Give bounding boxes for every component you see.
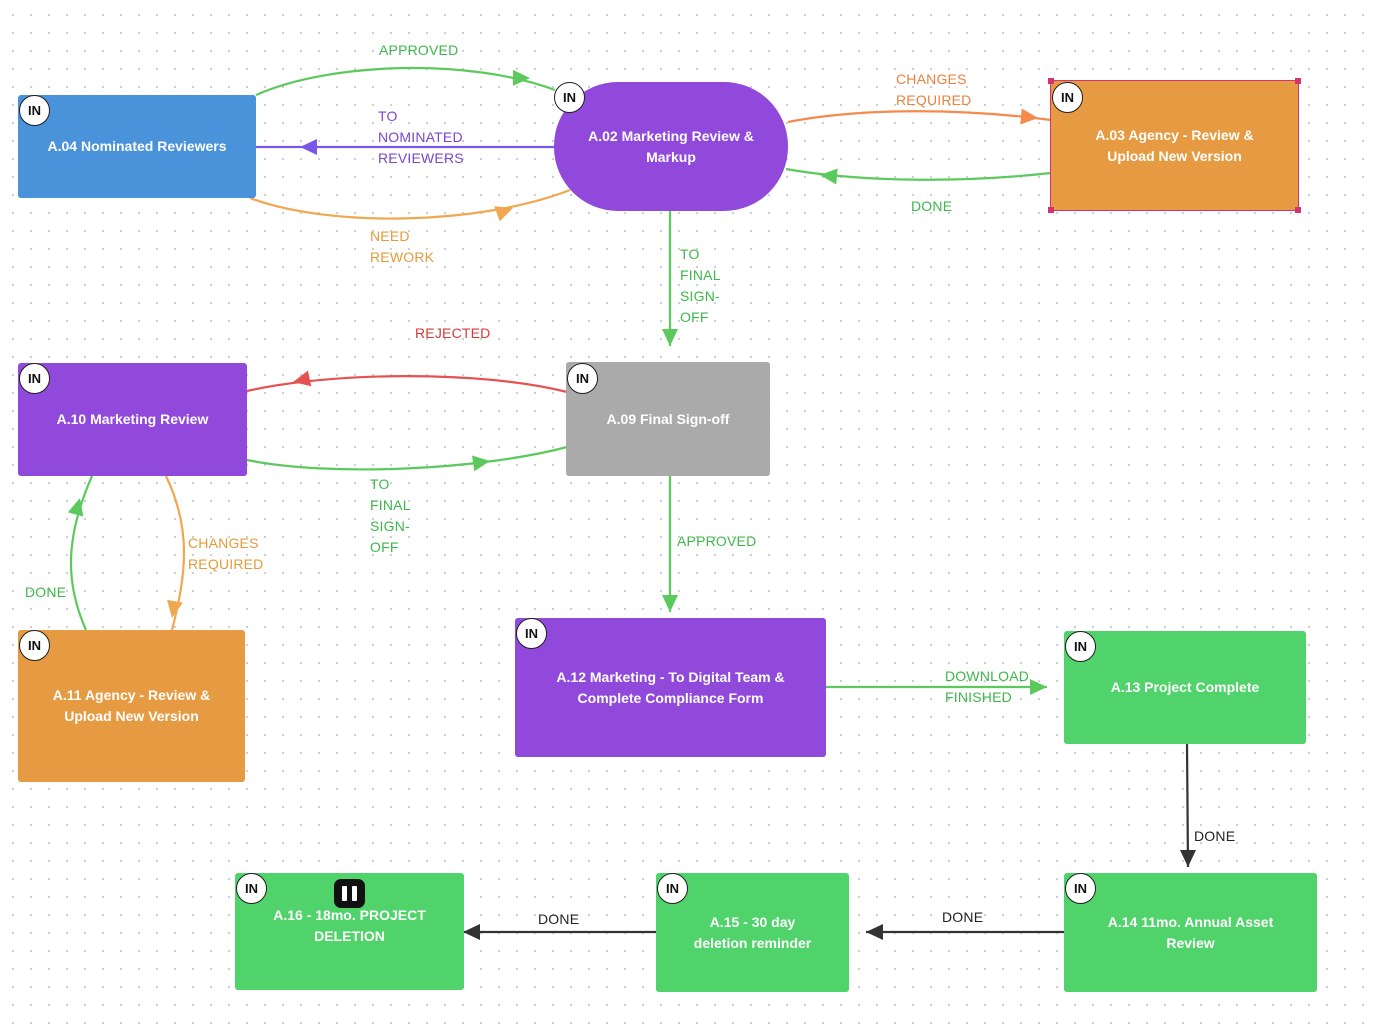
arrowhead-icon [293,370,312,387]
edge-label-approved: APPROVED [677,533,757,549]
badge-in-a10: IN [19,363,50,394]
connector-line[interactable] [785,167,1052,181]
edge-label-to-nominated-reviewers: TO NOMINATED REVIEWERS [378,108,464,166]
pause-icon[interactable] [334,879,365,908]
node-a13-project-complete[interactable]: A.13 Project Complete [1064,631,1306,744]
arrowhead-icon [472,455,490,472]
node-a14-annual-asset-review[interactable]: A.14 11mo. Annual Asset Review [1064,873,1317,992]
node-label: A.02 Marketing Review & Markup [588,127,754,165]
node-a02-marketing-review-markup[interactable]: A.02 Marketing Review & Markup [554,82,788,211]
connector-e8[interactable] [246,445,568,472]
arrowhead-icon [463,924,480,940]
arrowhead-icon [1020,108,1038,125]
arrowhead-icon [300,139,317,155]
badge-in-a15: IN [657,873,688,904]
badge-in-a14: IN [1065,873,1096,904]
badge-in-a03: IN [1052,82,1083,113]
resize-handle-top-left[interactable] [1048,78,1054,84]
node-label: A.04 Nominated Reviewers [47,138,227,154]
edge-label-done: DONE [942,909,984,925]
badge-in-a13: IN [1065,631,1096,662]
connector-line[interactable] [69,475,94,631]
edge-label-download-finished: DOWNLOAD FINISHED [945,668,1030,705]
resize-handle-top-right[interactable] [1295,78,1301,84]
edge-label-approved: APPROVED [379,42,459,58]
node-a04-nominated-reviewers[interactable]: A.04 Nominated Reviewers [18,95,256,198]
arrowhead-icon [512,69,530,86]
badge-in-a12: IN [516,618,547,649]
edge-label-to-final-sign-off: TO FINAL SIGN- OFF [370,476,411,555]
arrowhead-icon [494,206,513,222]
node-label: A.16 - 18mo. PROJECT DELETION [273,906,426,944]
resize-handle-bottom-right[interactable] [1295,207,1301,213]
connector-e12[interactable] [826,679,1047,695]
connector-line[interactable] [787,110,1052,124]
node-a09-final-sign-off[interactable]: A.09 Final Sign-off [566,362,770,476]
connector-line[interactable] [246,375,568,394]
connector-e7[interactable] [246,370,568,394]
badge-in-a02: IN [554,82,585,113]
badge-in-a16: IN [236,873,267,904]
connector-e10[interactable] [67,475,94,631]
connector-e3[interactable] [249,188,571,222]
connector-line[interactable] [246,445,568,471]
connector-line[interactable] [1185,743,1190,868]
node-a11-agency-review-upload[interactable]: A.11 Agency - Review & Upload New Versio… [18,630,245,782]
arrowhead-icon [1180,850,1196,867]
arrowhead-icon [1030,679,1047,695]
edge-label-done: DONE [538,911,580,927]
node-label: A.14 11mo. Annual Asset Review [1107,913,1274,951]
node-a12-marketing-digital-team[interactable]: A.12 Marketing - To Digital Team & Compl… [515,618,826,757]
node-label: A.13 Project Complete [1110,679,1260,695]
arrowhead-icon [67,498,84,517]
edge-label-changes-required: CHANGES REQUIRED [188,535,264,572]
edge-label-to-final-sign-off: TO FINAL SIGN- OFF [680,246,721,325]
connector-e4[interactable] [787,108,1052,126]
connector-e13[interactable] [1180,743,1196,868]
node-a03-agency-review-upload[interactable]: A.03 Agency - Review & Upload New Versio… [1050,80,1299,211]
connector-e14[interactable] [866,924,1064,940]
edge-label-done: DONE [25,584,67,600]
badge-in-a04: IN [19,95,50,126]
edge-label-done: DONE [911,198,953,214]
connector-e5[interactable] [785,167,1052,185]
badge-in-a09: IN [567,363,598,394]
edge-label-changes-required: CHANGES REQUIRED [896,71,972,108]
arrowhead-icon [820,168,838,185]
node-a15-deletion-reminder[interactable]: A.15 - 30 day deletion reminder [656,873,849,992]
edge-label-need-rework: NEED REWORK [370,228,435,265]
connector-e2[interactable] [256,139,555,155]
badge-in-a11: IN [19,630,50,661]
node-a10-marketing-review[interactable]: A.10 Marketing Review [18,363,247,476]
node-label: A.12 Marketing - To Digital Team & Compl… [556,668,785,706]
arrowhead-icon [662,329,678,346]
resize-handle-bottom-left[interactable] [1048,207,1054,213]
node-label: A.10 Marketing Review [56,411,209,427]
node-label: A.11 Agency - Review & Upload New Versio… [52,687,211,724]
edge-label-rejected: REJECTED [415,325,491,341]
connector-e11[interactable] [662,476,678,612]
edge-label-done: DONE [1194,828,1236,844]
arrowhead-icon [866,924,883,940]
node-label: A.15 - 30 day deletion reminder [693,913,812,951]
connector-e6[interactable] [662,211,678,346]
node-label: A.09 Final Sign-off [606,410,730,427]
connector-line[interactable] [249,188,571,220]
node-label: A.03 Agency - Review & Upload New Versio… [1095,126,1254,164]
arrowhead-icon [662,595,678,612]
arrowhead-icon [167,599,183,618]
connector-e1[interactable] [255,66,556,97]
connector-line[interactable] [255,66,556,97]
connector-e9[interactable] [164,475,186,631]
connector-e15[interactable] [463,924,656,940]
